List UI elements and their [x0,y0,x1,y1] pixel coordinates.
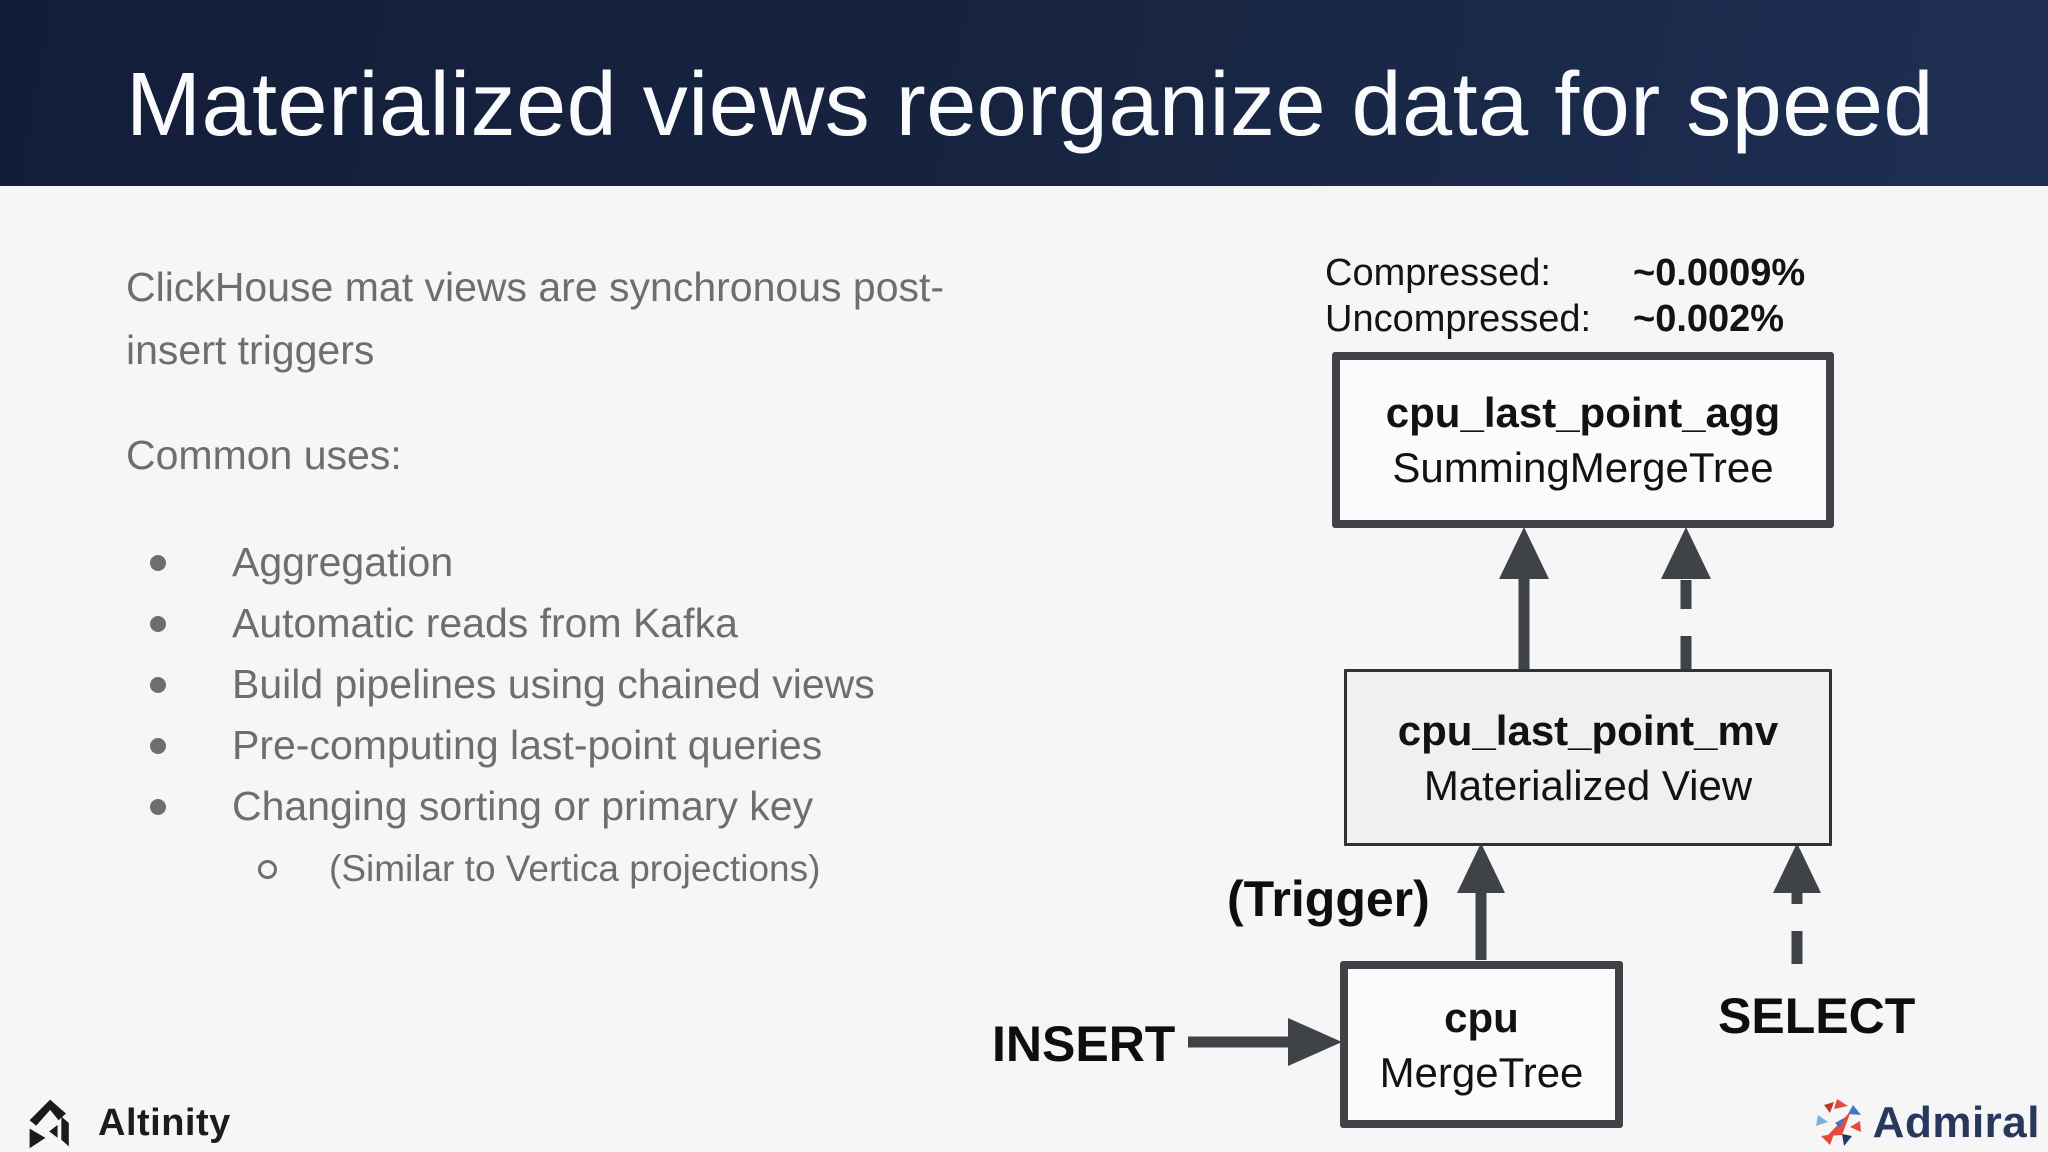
cpu-table-engine: MergeTree [1379,1048,1584,1096]
mv-table-name: cpu_last_point_mv [1397,706,1779,754]
altinity-mark-icon [29,1099,69,1149]
compressed-row: Compressed: ~0.0009% [1325,250,1805,296]
list-item: Aggregation [126,532,875,593]
slide-title: Materialized views reorganize data for s… [126,55,1934,155]
bullet-dot-icon [150,676,166,693]
altinity-logo: Altinity [24,1094,231,1152]
bullet-text: Aggregation [232,539,454,585]
table-box-cpu: cpu MergeTree [1340,961,1623,1128]
trigger-label: (Trigger) [1227,871,1430,927]
arrow-mv-to-agg-dashed [1661,527,1711,669]
bullet-text: Automatic reads from Kafka [232,600,738,646]
altinity-wordmark: Altinity [98,1101,231,1144]
uncompressed-value: ~0.002% [1633,298,1785,340]
admiral-mark-icon [1815,1099,1861,1146]
bullet-dot-icon [150,554,166,571]
uncompressed-row: Uncompressed: ~0.002% [1325,296,1805,342]
compressed-label: Compressed: [1325,252,1551,294]
list-item: Automatic reads from Kafka [126,593,875,654]
agg-table-name: cpu_last_point_agg [1385,389,1781,436]
bullet-text: Build pipelines using chained views [232,661,875,707]
bullet-dot-icon [150,798,166,815]
admiral-wordmark: Admiral [1872,1098,2040,1147]
table-box-mv: cpu_last_point_mv Materialized View [1344,669,1832,846]
arrow-cpu-to-mv-solid [1457,843,1505,960]
compressed-value: ~0.0009% [1633,252,1806,294]
admiral-logo: Admiral [1815,1098,2040,1148]
header-bar: Materialized views reorganize data for s… [0,0,2048,186]
arrow-mv-to-agg-solid [1499,527,1549,669]
list-item: Pre-computing last-point queries [126,715,875,776]
insert-label: INSERT [992,1016,1176,1072]
compression-stats: Compressed: ~0.0009% Uncompressed: ~0.002% [1325,250,1805,342]
bullet-dot-icon [150,737,166,754]
mv-table-engine: Materialized View [1423,761,1753,809]
list-item: Changing sorting or primary key [126,776,875,837]
sub-bullet-text: (Similar to Vertica projections) [329,848,821,889]
arrow-insert-to-cpu [1188,1018,1342,1066]
bullet-dot-icon [150,615,166,632]
cpu-table-name: cpu [1444,993,1519,1041]
agg-table-engine: SummingMergeTree [1392,444,1774,491]
intro-text: ClickHouse mat views are synchronous pos… [126,264,945,373]
common-uses-heading: Common uses: [126,432,402,478]
bullet-list: Aggregation Automatic reads from Kafka B… [126,532,875,901]
sub-list-item: (Similar to Vertica projections) [126,837,875,901]
list-item: Build pipelines using chained views [126,654,875,715]
uncompressed-label: Uncompressed: [1325,298,1592,340]
table-box-agg: cpu_last_point_agg SummingMergeTree [1332,352,1834,528]
bullet-text: Pre-computing last-point queries [232,722,823,768]
select-label: SELECT [1718,988,1916,1044]
bullet-text: Changing sorting or primary key [232,783,814,829]
arrow-select-to-mv-dashed [1773,843,1821,964]
hollow-bullet-icon [258,859,277,879]
